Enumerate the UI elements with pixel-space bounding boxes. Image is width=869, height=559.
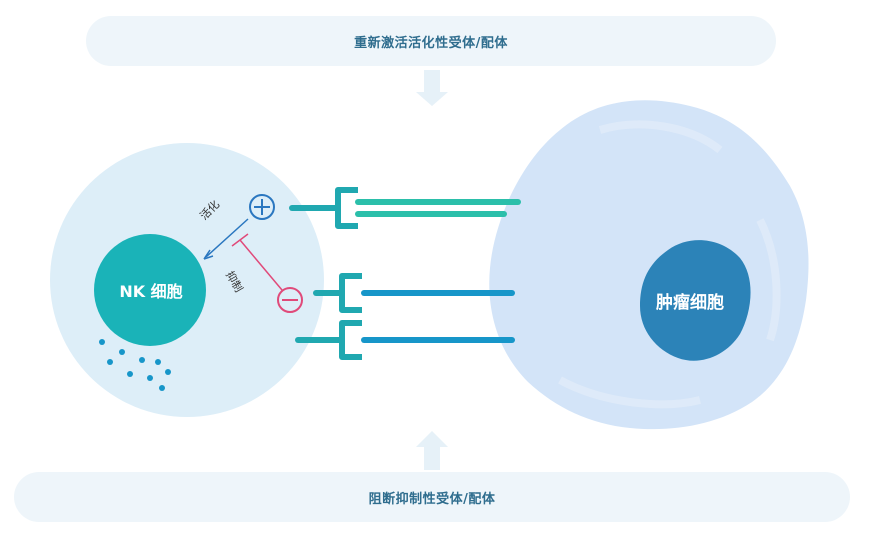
- tumor-cell-label: 肿瘤细胞: [656, 292, 724, 313]
- inhibit-line: [231, 233, 283, 291]
- top-banner-text: 重新激活活化性受体/配体: [354, 35, 508, 51]
- up-arrow: [416, 431, 448, 470]
- bottom-banner: 阻断抑制性受体/配体: [14, 472, 850, 522]
- tumor-cell-texture: [558, 120, 781, 409]
- activate-arrow: [203, 218, 249, 260]
- activate-plus-icon: [249, 194, 275, 220]
- tumor-cell: [489, 100, 809, 430]
- down-arrow: [416, 70, 448, 106]
- tumor-nucleus: [640, 240, 751, 361]
- bottom-banner-text: 阻断抑制性受体/配体: [368, 491, 496, 507]
- top-banner: 重新激活活化性受体/配体: [86, 16, 776, 66]
- nk-granules: [99, 339, 171, 391]
- nk-cell-label: NK 细胞: [119, 282, 183, 301]
- inhibitory-receptor-1: [313, 273, 515, 313]
- inhibit-minus-icon: [277, 287, 303, 313]
- inhibitory-receptor-2: [295, 320, 515, 360]
- activating-receptor: [289, 187, 521, 229]
- nk-nucleus: [94, 234, 206, 346]
